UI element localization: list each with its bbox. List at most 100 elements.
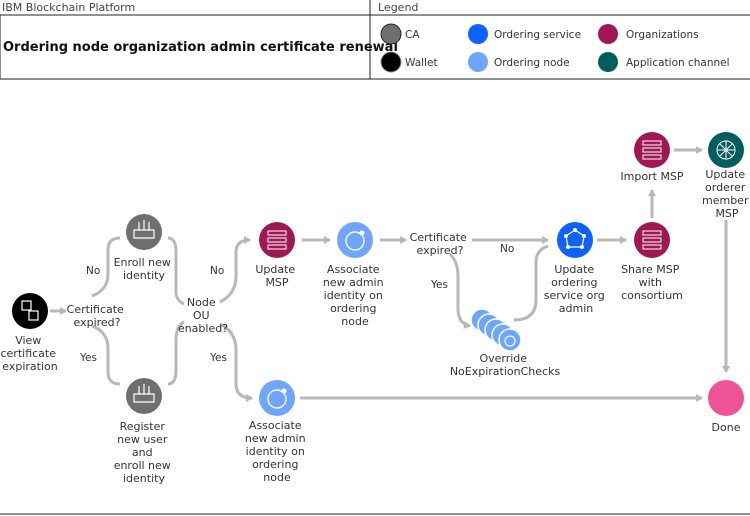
svg-text:Certificate expired?: Certificate expired? (67, 303, 128, 329)
register-line-3: enroll new (114, 459, 171, 472)
platform-name: IBM Blockchain Platform (2, 1, 135, 14)
ordering-service-swatch (468, 24, 488, 44)
node-share-msp: Share MSP with consortium (621, 222, 683, 302)
dec1-line-1: expired? (74, 316, 121, 329)
legend: CA Wallet Ordering service Ordering node… (380, 23, 730, 73)
edge-decision1-to-register (91, 324, 121, 386)
header: IBM Blockchain Platform Ordering node or… (0, 0, 750, 80)
svg-text:Node OU enabled?: Node OU enabled? (178, 296, 228, 335)
edge-enroll-to-nodeou (167, 236, 185, 306)
legend-label-ordering-node: Ordering node (494, 57, 570, 69)
node-import-msp: Import MSP (620, 132, 684, 183)
ordering-node-icon (498, 328, 522, 352)
edge-decision2-to-override (448, 252, 471, 329)
share-msp-line-0: Share MSP (621, 263, 680, 276)
svg-text:Import MSP: Import MSP (620, 170, 683, 183)
update-ordering-line-3: admin (559, 302, 593, 315)
wallet-swatch (380, 51, 402, 73)
register-line-0: Register (120, 420, 166, 433)
ordering-node-swatch (468, 52, 488, 72)
organizations-swatch (598, 24, 618, 44)
view-line-1: certificate (0, 347, 56, 360)
label-yes-1: Yes (79, 352, 97, 364)
svg-text:Enroll new identity: Enroll new identity (114, 256, 175, 282)
update-orderer-line-3: MSP (715, 207, 738, 220)
import-msp-line-0: Import MSP (620, 170, 683, 183)
node-enroll-new-identity: Enroll new identity (114, 214, 175, 282)
decision-certificate-expired-1: Certificate expired? (67, 303, 128, 329)
edge-labels: No Yes No Yes No Yes (79, 243, 514, 364)
update-msp-line-0: Update (255, 263, 295, 276)
override-line-0: Override (479, 352, 527, 365)
svg-text:Update orderer mem: Update orderer member MSP (702, 168, 750, 220)
assoc1-line-4: node (341, 315, 369, 328)
legend-item-organizations: Organizations (598, 24, 699, 44)
assoc2-line-3: ordering (252, 458, 298, 471)
done-line-0: Done (712, 421, 741, 434)
update-ordering-line-0: Update (554, 263, 594, 276)
update-ordering-line-2: service org (544, 289, 605, 302)
assoc1-line-1: new admin (323, 276, 384, 289)
svg-text:Associate new admin: Associate new admin identity on ordering… (245, 419, 309, 484)
legend-label-application-channel: Application channel (626, 57, 730, 69)
node-view-certificate: View certificate expiration (0, 293, 59, 373)
assoc2-line-4: node (263, 471, 291, 484)
ca-icon (126, 378, 162, 414)
register-line-4: identity (123, 472, 165, 485)
node-associate-admin-1: Associate new admin identity on ordering… (323, 222, 387, 328)
edge-decision1-to-enroll (91, 236, 121, 298)
ordering-node-icon (259, 380, 295, 416)
legend-item-wallet: Wallet (380, 51, 438, 73)
override-line-1: NoExpirationChecks (450, 365, 561, 378)
nodeou-line-1: OU (193, 309, 210, 322)
assoc1-line-0: Associate (327, 263, 380, 276)
legend-label-ca: CA (405, 29, 420, 41)
legend-item-application-channel: Application channel (598, 52, 730, 72)
node-override-noexpirationchecks: Override NoExpirationChecks (450, 308, 561, 378)
svg-text:Associate new admin: Associate new admin identity on ordering… (323, 263, 387, 328)
ordering-node-icon (337, 222, 373, 258)
view-line-0: View (15, 334, 41, 347)
svg-text:Override NoExpirationChe: Override NoExpirationChecks (450, 352, 561, 378)
svg-text:Register new user: Register new user and enroll new identit… (114, 420, 175, 485)
enroll-line-0: Enroll new (114, 256, 171, 269)
label-no-1: No (86, 265, 100, 277)
ordering-service-icon (557, 222, 593, 258)
assoc2-line-1: new admin (245, 432, 306, 445)
legend-item-ordering-service: Ordering service (468, 24, 581, 44)
label-yes-3: Yes (430, 279, 448, 291)
application-channel-swatch (598, 52, 618, 72)
share-msp-line-1: with (639, 276, 662, 289)
dec2-line-0: Certificate (410, 231, 467, 244)
nodeou-line-0: Node (187, 296, 216, 309)
assoc2-line-2: identity on (246, 445, 305, 458)
label-no-2: No (210, 265, 224, 277)
page-title: Ordering node organization admin certifi… (3, 40, 398, 55)
node-associate-admin-2: Associate new admin identity on ordering… (245, 380, 309, 484)
update-orderer-line-2: member (702, 194, 749, 207)
ca-swatch (380, 23, 402, 45)
assoc1-line-3: ordering (330, 302, 376, 315)
dec2-line-1: expired? (417, 244, 464, 257)
edge-nodeou-to-associate2 (219, 322, 253, 402)
assoc1-line-2: identity on (324, 289, 383, 302)
legend-item-ordering-node: Ordering node (468, 52, 570, 72)
legend-item-ca: CA (380, 23, 420, 45)
decision-node-ou-enabled: Node OU enabled? (178, 296, 228, 335)
edge-register-to-nodeou (167, 320, 185, 386)
node-update-ordering-service: Update ordering service org admin (544, 222, 605, 315)
legend-label-wallet: Wallet (405, 57, 438, 69)
label-no-3: No (500, 243, 514, 255)
organization-icon (259, 222, 295, 258)
svg-text:View certificate e: View certificate expiration (0, 334, 59, 373)
legend-label-organizations: Organizations (626, 29, 699, 41)
svg-text:Share MSP with con: Share MSP with consortium (621, 263, 683, 302)
register-line-1: new user (117, 433, 168, 446)
done-icon (708, 380, 744, 416)
update-ordering-line-1: ordering (551, 276, 597, 289)
label-yes-2: Yes (209, 352, 227, 364)
update-orderer-line-0: Update (705, 168, 745, 181)
legend-label-ordering-service: Ordering service (494, 29, 581, 41)
nodeou-line-2: enabled? (178, 322, 228, 335)
